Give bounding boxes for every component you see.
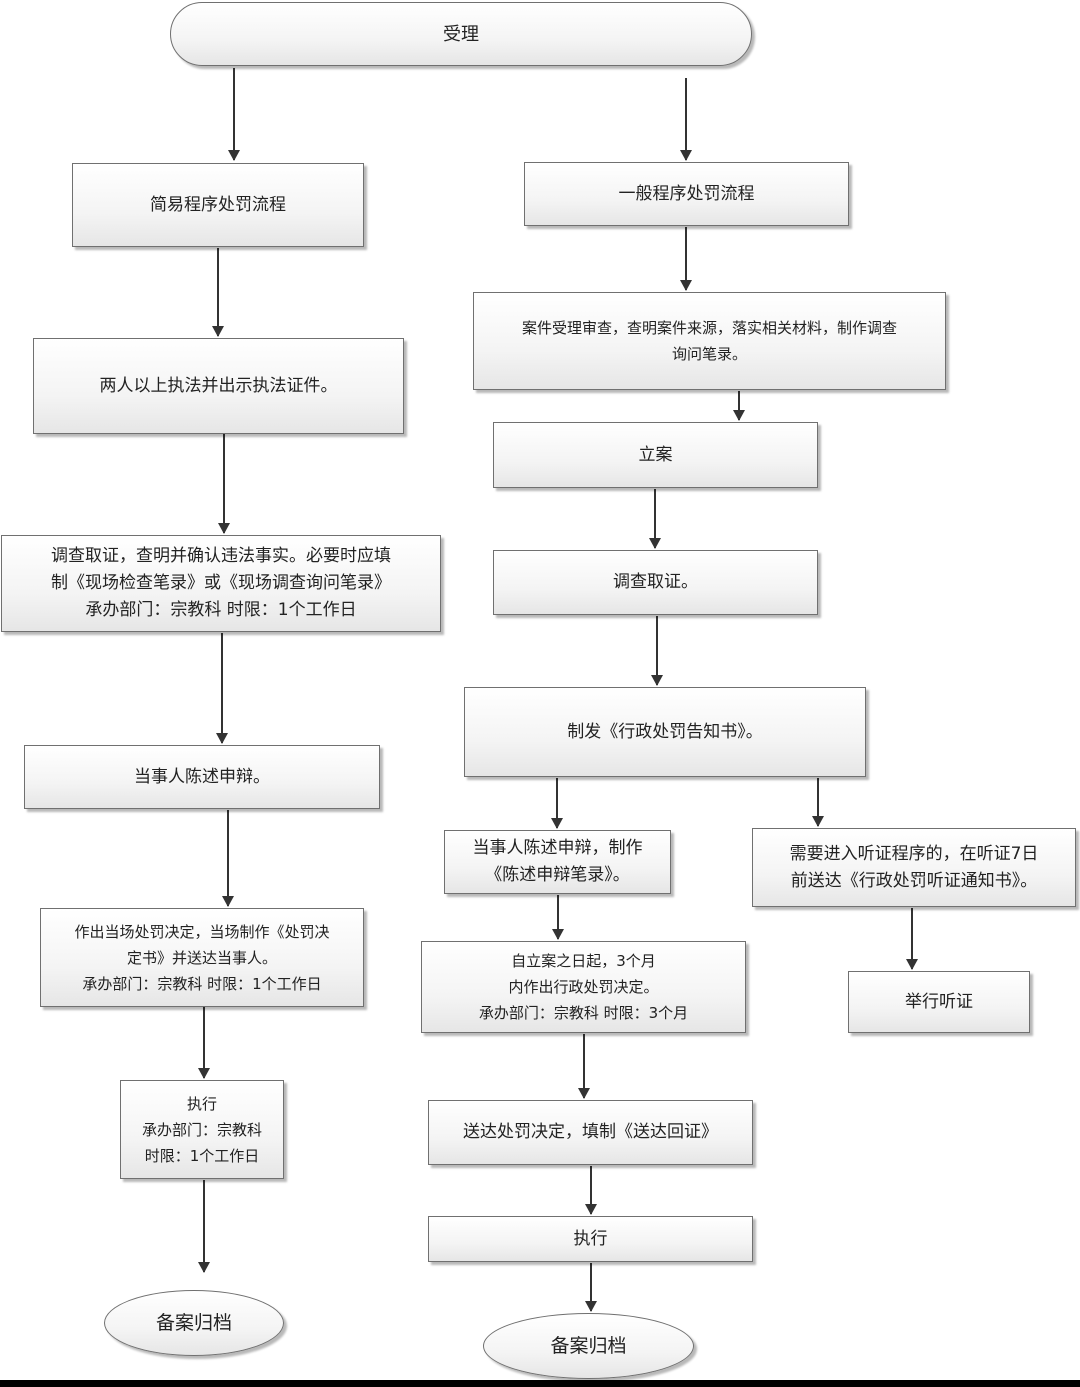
general-step-review-line1: 案件受理审查，查明案件来源，落实相关材料，制作调查 [521,319,897,337]
general-step-decision-line1: 自立案之日起，3个月 [511,952,656,970]
bottom-border [0,1380,1080,1387]
simple-step-officers-text: 两人以上执法并出示执法证件。 [99,375,338,396]
hearing-notice-box: 需要进入听证程序的，在听证7日 前送达《行政处罚听证通知书》。 [752,828,1076,907]
hearing-box-text: 举行听证 [905,991,973,1012]
general-step-decision-line3: 承办部门：宗教科 时限：3个月 [478,1004,689,1022]
hearing-box: 举行听证 [848,971,1030,1033]
general-step-notice: 制发《行政处罚告知书》。 [464,687,866,777]
general-step-statement: 当事人陈述申辩，制作 《陈述申辩笔录》。 [444,830,671,894]
general-step-execute: 执行 [428,1216,753,1262]
simple-step-statement-text: 当事人陈述申辩。 [134,766,270,787]
general-end-archive-text: 备案归档 [550,1334,627,1357]
simple-step-decision-line3: 承办部门：宗教科 时限：1个工作日 [82,974,322,993]
simple-procedure-title-text: 简易程序处罚流程 [150,194,286,215]
general-step-evidence-text: 调查取证。 [613,572,698,592]
general-step-notice-text: 制发《行政处罚告知书》。 [567,721,763,742]
simple-end-archive: 备案归档 [104,1290,284,1356]
general-step-statement-line2: 《陈述申辩笔录》。 [485,865,630,885]
simple-step-decision-line1: 作出当场处罚决定，当场制作《处罚决 [74,922,330,941]
simple-step-execute-line2: 承办部门：宗教科 [141,1120,262,1139]
simple-step-decision: 作出当场处罚决定，当场制作《处罚决 定书》并送达当事人。 承办部门：宗教科 时限… [40,908,364,1007]
general-step-filing: 立案 [493,422,818,488]
general-step-filing-text: 立案 [638,444,673,465]
simple-step-investigation-line2: 制《现场检查笔录》或《现场调查询问笔录》 [51,573,391,593]
general-procedure-title: 一般程序处罚流程 [524,162,849,226]
simple-step-investigation-line1: 调查取证，查明并确认违法事实。必要时应填 [51,546,391,566]
general-step-decision-line2: 内作出行政处罚决定。 [508,978,659,996]
simple-end-archive-text: 备案归档 [155,1311,232,1334]
simple-step-execute: 执行 承办部门：宗教科 时限：1个工作日 [120,1080,284,1179]
start-label: 受理 [443,23,479,45]
general-step-execute-text: 执行 [573,1228,608,1249]
simple-step-statement: 当事人陈述申辩。 [24,745,380,809]
general-step-statement-line1: 当事人陈述申辩，制作 [472,838,643,858]
simple-step-officers: 两人以上执法并出示执法证件。 [33,338,404,434]
simple-step-execute-line1: 执行 [186,1094,217,1113]
simple-step-execute-line3: 时限：1个工作日 [144,1146,260,1165]
general-step-decision: 自立案之日起，3个月 内作出行政处罚决定。 承办部门：宗教科 时限：3个月 [421,941,746,1033]
simple-step-decision-line2: 定书》并送达当事人。 [126,948,277,967]
simple-step-investigation: 调查取证，查明并确认违法事实。必要时应填 制《现场检查笔录》或《现场调查询问笔录… [1,535,441,632]
general-step-delivery: 送达处罚决定，填制《送达回证》 [428,1100,753,1165]
general-step-delivery-text: 送达处罚决定，填制《送达回证》 [463,1122,718,1142]
simple-procedure-title: 简易程序处罚流程 [72,163,364,247]
general-end-archive: 备案归档 [483,1313,694,1379]
simple-step-investigation-line3: 承办部门：宗教科 时限：1个工作日 [85,600,357,620]
general-step-review: 案件受理审查，查明案件来源，落实相关材料，制作调查 询问笔录。 [473,292,946,390]
general-procedure-title-text: 一般程序处罚流程 [618,183,755,204]
general-step-evidence: 调查取证。 [493,550,818,615]
hearing-notice-line2: 前送达《行政处罚听证通知书》。 [790,870,1038,891]
start-node: 受理 [170,2,752,66]
hearing-notice-line1: 需要进入听证程序的，在听证7日 [789,843,1039,864]
general-step-review-line2: 询问笔录。 [671,345,747,363]
